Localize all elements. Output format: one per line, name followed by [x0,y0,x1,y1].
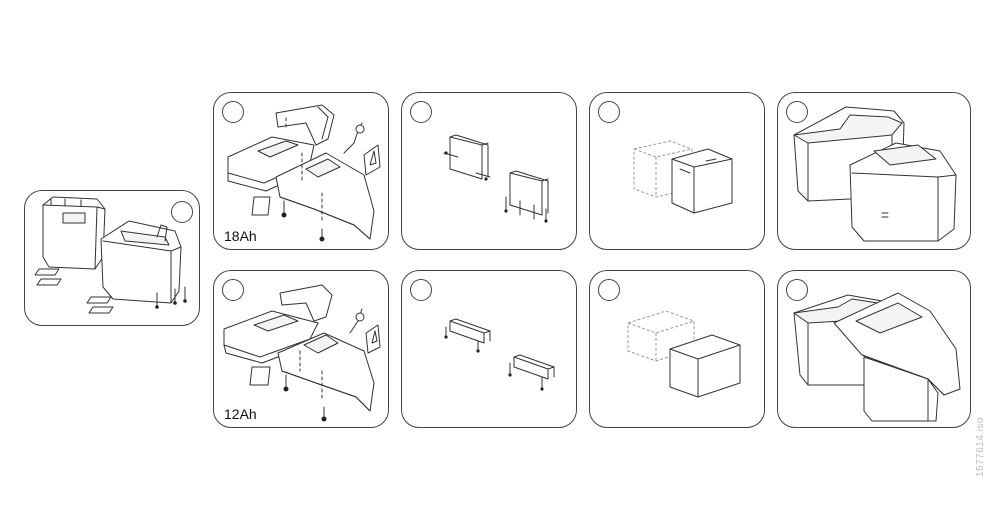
step-panel-12ah-c [589,270,765,428]
step-circle [410,279,432,301]
battery-box-icon [669,334,741,398]
step-circle [410,101,432,123]
step-panel-12ah-d [777,270,971,428]
lid-removal-illustration [227,104,381,242]
warning-triangle-icon [369,150,377,166]
screw-icon [281,212,287,218]
bracket-illustration [443,134,549,223]
battery-icon [671,148,733,214]
step-circle [222,101,244,123]
step-circle [222,279,244,301]
warning-triangle-icon [371,330,378,344]
bracket-icon [444,318,491,353]
battery-replacement-illustration [633,140,733,214]
assembled-box-18ah-illustration [793,106,957,242]
bracket-icon [443,134,491,181]
bracket-icon [508,354,555,391]
step-panel-18ah-d [777,92,971,250]
bracket-12ah-illustration [444,318,555,391]
step-circle [598,101,620,123]
assembled-box-12ah-illustration [793,292,961,422]
step-circle [786,101,808,123]
lid-removal-12ah-illustration [223,284,381,422]
step-circle [598,279,620,301]
bracket-icon [504,170,549,223]
capacity-label: 12Ah [224,406,257,422]
overview-panel [24,190,200,326]
step-panel-18ah-c [589,92,765,250]
battery-replacement-12ah-illustration [627,310,741,398]
step-panel-18ah-a: 18Ah [213,92,389,250]
battery-box-overview-illustration [34,196,187,314]
step-circle [786,279,808,301]
overview-step-circle [171,201,193,223]
capacity-label: 18Ah [224,228,257,244]
cable-connector-icon [355,124,365,134]
step-panel-12ah-a: 12Ah [213,270,389,428]
step-panel-18ah-b [401,92,577,250]
step-panel-12ah-b [401,270,577,428]
reference-code: 1577614.iso [975,417,986,477]
